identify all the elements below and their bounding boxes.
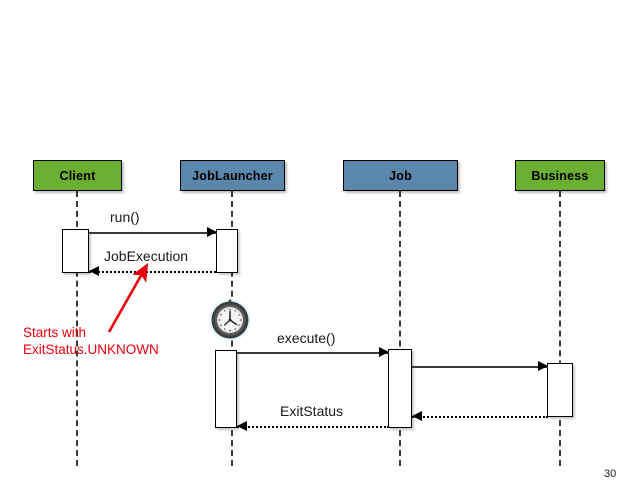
activation-joblauncher-top (216, 229, 238, 273)
message-arrowhead-business-return (412, 411, 422, 421)
message-arrowhead-business-call (538, 361, 548, 371)
message-line-exitstatus (237, 426, 389, 428)
message-arrowhead-jobexecution (89, 266, 99, 276)
message-line-run (89, 232, 217, 234)
participant-label-joblauncher: JobLauncher (192, 168, 273, 183)
message-line-business-call (412, 366, 548, 368)
message-arrowhead-run (207, 227, 217, 237)
participant-job[interactable]: Job (343, 160, 458, 191)
clock-icon-svg (209, 299, 251, 341)
participant-business[interactable]: Business (515, 160, 605, 191)
message-line-business-return (412, 416, 548, 418)
message-label-exitstatus: ExitStatus (280, 403, 344, 419)
message-label-run: run() (110, 209, 140, 225)
lifeline-client (76, 191, 78, 466)
annotation-text: Starts with ExitStatus.UNKNOWN (23, 324, 159, 358)
activation-client (62, 229, 89, 273)
lifeline-job (399, 191, 401, 466)
message-arrowhead-execute (379, 347, 389, 357)
message-label-jobexecution: JobExecution (104, 248, 189, 264)
participant-label-client: Client (59, 168, 96, 183)
clock-icon (208, 298, 252, 347)
message-line-execute (237, 352, 389, 354)
message-line-jobexecution (89, 271, 216, 273)
activation-business (547, 363, 573, 417)
annotation-line-2: ExitStatus.UNKNOWN (23, 342, 159, 357)
activation-job (388, 349, 412, 428)
annotation-arrow (107, 262, 149, 333)
annotation-line-1: Starts with (23, 325, 87, 340)
page-number: 30 (604, 468, 617, 480)
lifeline-business (559, 191, 561, 466)
message-label-execute: execute() (277, 330, 336, 346)
activation-joblauncher-main (215, 350, 237, 428)
participant-label-business: Business (531, 168, 589, 183)
message-arrowhead-exitstatus (237, 421, 247, 431)
participant-label-job: Job (389, 168, 412, 183)
participant-client[interactable]: Client (33, 160, 122, 191)
participant-joblauncher[interactable]: JobLauncher (180, 160, 285, 191)
